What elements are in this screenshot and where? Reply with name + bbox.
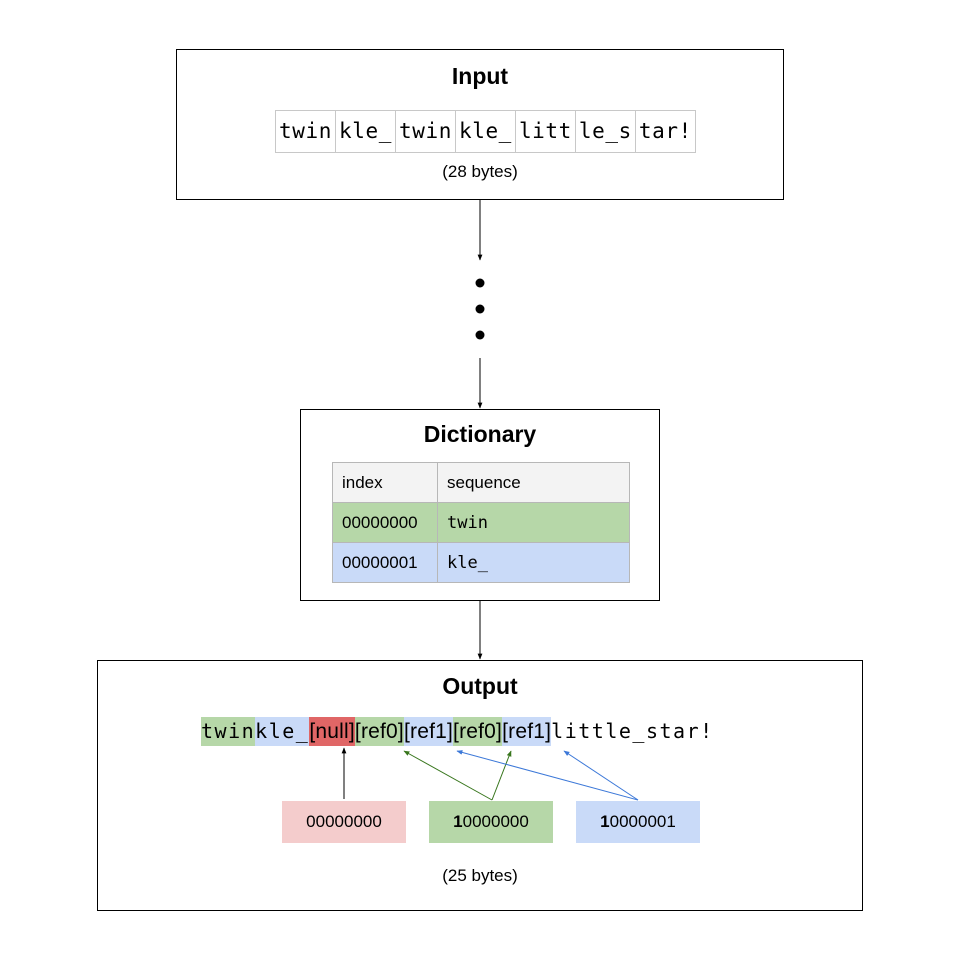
output-box: Output twin kle_ [null] [ref0] [ref1] [r… bbox=[97, 660, 863, 911]
dictionary-header-sequence: sequence bbox=[437, 462, 630, 503]
input-chunk: twin bbox=[275, 110, 336, 153]
input-title: Input bbox=[451, 63, 509, 89]
input-chunk: twin bbox=[394, 110, 456, 153]
output-segment-literal: twin bbox=[201, 717, 256, 746]
null-code-box: 00000000 bbox=[282, 801, 406, 843]
dictionary-row: 00000000 twin bbox=[332, 502, 630, 543]
input-chunk: litt bbox=[514, 110, 576, 153]
dictionary-title: Dictionary bbox=[423, 421, 537, 447]
null-code-value: 00000000 bbox=[306, 812, 382, 831]
input-chunk: le_s bbox=[574, 110, 636, 153]
ref0-code-value: 0000000 bbox=[462, 812, 529, 831]
output-size-note: (25 bytes) bbox=[442, 866, 518, 885]
output-segment-ref0: [ref0] bbox=[453, 717, 503, 746]
dictionary-index-cell: 00000000 bbox=[332, 502, 438, 543]
output-segment-literal: kle_ bbox=[255, 717, 310, 746]
ref1-code-box: 10000001 bbox=[576, 801, 700, 843]
dictionary-box: Dictionary index sequence 00000000 twin … bbox=[300, 409, 660, 601]
ref0-code-box: 10000000 bbox=[429, 801, 553, 843]
output-segment-literal: little_star! bbox=[551, 719, 714, 743]
input-size-note: (28 bytes) bbox=[442, 162, 518, 181]
dictionary-row: 00000001 kle_ bbox=[332, 542, 630, 583]
dictionary-header-index: index bbox=[332, 462, 438, 503]
input-box: Input twin kle_ twin kle_ litt le_s tar!… bbox=[176, 49, 784, 200]
dictionary-table: index sequence 00000000 twin 00000001 kl… bbox=[332, 462, 630, 583]
ref0-flag-bit: 1 bbox=[453, 812, 463, 831]
output-title: Output bbox=[442, 673, 518, 699]
input-chunk: kle_ bbox=[334, 110, 396, 153]
input-sequence: twin kle_ twin kle_ litt le_s tar! bbox=[275, 110, 696, 153]
dictionary-sequence-cell: kle_ bbox=[437, 542, 630, 583]
input-chunk: tar! bbox=[634, 110, 696, 153]
ref1-code-value: 0000001 bbox=[609, 812, 676, 831]
dictionary-header-row: index sequence bbox=[332, 462, 630, 503]
ellipsis-dot bbox=[475, 278, 485, 288]
ref1-flag-bit: 1 bbox=[600, 812, 610, 831]
output-segment-null: [null] bbox=[309, 717, 355, 746]
dictionary-index-cell: 00000001 bbox=[332, 542, 438, 583]
output-segment-ref0: [ref0] bbox=[354, 717, 404, 746]
dictionary-sequence-cell: twin bbox=[437, 502, 630, 543]
ellipsis-dot bbox=[475, 304, 485, 314]
ellipsis-dot bbox=[475, 330, 485, 340]
output-sequence: twin kle_ [null] [ref0] [ref1] [ref0] [r… bbox=[201, 717, 714, 746]
output-segment-ref1: [ref1] bbox=[403, 717, 454, 746]
input-chunk: kle_ bbox=[454, 110, 516, 153]
output-segment-ref1: [ref1] bbox=[502, 717, 552, 746]
